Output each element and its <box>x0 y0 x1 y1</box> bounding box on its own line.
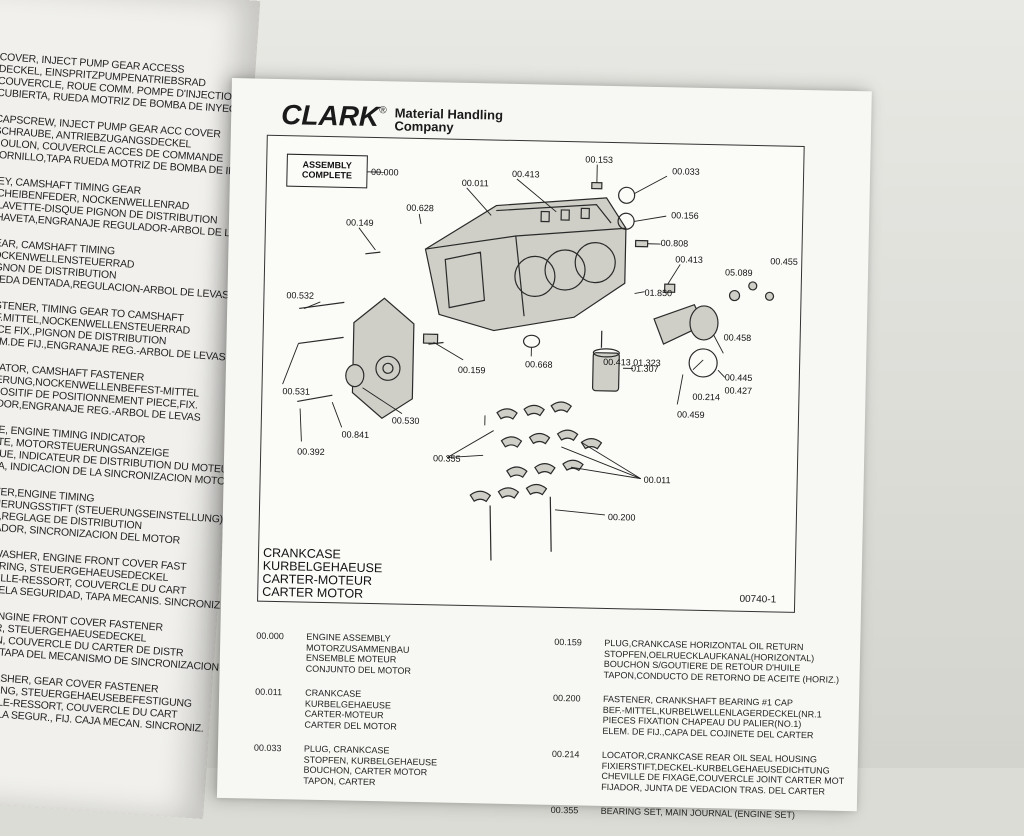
callout-label: 00.530 <box>392 415 420 426</box>
callout-label: 00.427 <box>724 385 752 396</box>
callout-label: 00.413 <box>603 357 631 368</box>
part-code: 00.200 <box>553 693 581 704</box>
callout-label: 00.159 <box>458 365 486 376</box>
callout-label: 00.392 <box>297 446 325 457</box>
crankcase-diagram-svg: ASSEMBLY COMPLETE <box>258 136 804 612</box>
part-code: 00.159 <box>554 637 582 648</box>
part-entry: 00.355 BEARING SET, MAIN JOURNAL (ENGINE … <box>551 805 831 821</box>
callout-label: 00.011 <box>462 178 489 189</box>
callout-label: 00.149 <box>346 217 374 228</box>
callout-label: 00.214 <box>692 392 720 403</box>
left-entry: BOLT, ENGINE FRONT COVER FASTENERSTIFTER… <box>0 608 201 673</box>
callout-label: 00.033 <box>672 166 700 177</box>
front-cover <box>352 298 414 419</box>
bearing-shell <box>526 484 546 494</box>
callout-label: 00.355 <box>433 453 461 464</box>
bearing-shell <box>529 433 549 443</box>
bearing-shell <box>507 467 527 477</box>
bearing-set <box>470 400 602 504</box>
diagram-caption: CRANKCASE KURBELGEHAEUSE CARTER-MOTEUR C… <box>262 547 383 601</box>
engine-block <box>424 194 627 333</box>
callout-label: 00.458 <box>724 332 752 343</box>
callout-label: 00.668 <box>525 359 553 370</box>
right-page: CLARK ® Material Handling Company ASSEMB… <box>217 78 872 811</box>
bearing-shell <box>557 430 577 440</box>
callout-label: 00.200 <box>608 512 636 523</box>
bearing-shell <box>497 409 517 419</box>
callout-label: 00.413 <box>512 169 540 180</box>
callout-label: 00.413 <box>675 254 703 265</box>
callout-label: 00.000 <box>371 167 399 178</box>
part-code: 00.011 <box>255 687 282 698</box>
figure-code: 00740-1 <box>739 594 776 606</box>
bearing-shell <box>498 488 518 498</box>
part-code: 00.033 <box>254 743 282 754</box>
bearing-shell <box>470 491 490 501</box>
caption-es: CARTER MOTOR <box>262 586 382 601</box>
callout-label: 00.445 <box>725 372 753 383</box>
callout-label: 01.850 <box>644 288 672 299</box>
main-cap-bolts <box>489 496 552 562</box>
part-code: 00.355 <box>551 805 579 816</box>
assembly-label-line2: COMPLETE <box>302 169 352 180</box>
callout-label: 00.841 <box>341 429 369 440</box>
company-name: Material Handling Company <box>394 106 503 134</box>
bearing-shell <box>581 438 601 448</box>
callout-label: 00.011 <box>644 475 671 486</box>
callout-label: 01.307 <box>631 363 659 374</box>
callout-label: 00.153 <box>585 154 613 165</box>
bearing-shell <box>501 437 521 447</box>
callout-label: 00.455 <box>770 256 798 267</box>
registered-mark: ® <box>379 105 387 116</box>
rear-seal-housing <box>653 304 718 377</box>
callout-label: 05.089 <box>725 267 753 278</box>
callout-label: 00.531 <box>282 386 310 397</box>
callout-label: 00.628 <box>406 203 434 214</box>
front-seal <box>346 364 364 386</box>
bearing-shell <box>551 402 571 412</box>
part-code: 00.000 <box>256 631 284 642</box>
exploded-diagram: ASSEMBLY COMPLETE <box>257 135 805 613</box>
callout-label: 00.532 <box>286 290 314 301</box>
bearing-shell <box>524 405 544 415</box>
callout-label: 00.459 <box>677 409 705 420</box>
part-description-line: BEARING SET, MAIN JOURNAL (ENGINE SET) <box>601 806 831 821</box>
callout-label: 00.156 <box>671 210 699 221</box>
clark-logo: CLARK ® Material Handling Company <box>281 101 503 135</box>
left-parts-list: 7 COVER, INJECT PUMP GEAR ACCESSDECKEL, … <box>0 51 240 748</box>
bearing-shell <box>535 463 555 473</box>
brand-wordmark: CLARK <box>281 101 380 131</box>
part-code: 00.214 <box>552 749 580 760</box>
callout-label: 00.808 <box>661 238 689 249</box>
